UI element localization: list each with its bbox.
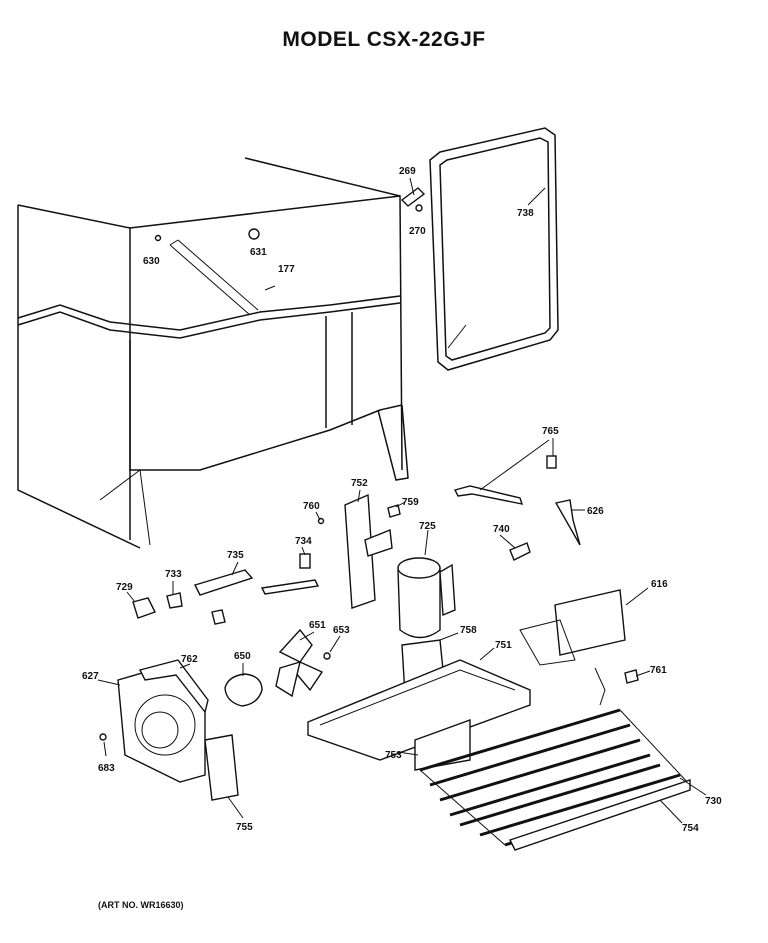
door-gasket bbox=[429, 127, 559, 371]
callout-653: 653 bbox=[333, 625, 350, 636]
callout-740: 740 bbox=[493, 524, 510, 535]
callout-753: 753 bbox=[385, 750, 402, 761]
callout-755: 755 bbox=[236, 822, 253, 833]
callout-761: 761 bbox=[650, 665, 667, 676]
model-title: MODEL CSX-22GJF bbox=[282, 28, 486, 51]
callout-765: 765 bbox=[542, 426, 559, 437]
callout-616: 616 bbox=[651, 579, 668, 590]
small-parts bbox=[99, 499, 639, 741]
leader-lines bbox=[97, 177, 707, 824]
control-box bbox=[519, 589, 626, 666]
art-number: (ART NO. WR16630) bbox=[98, 900, 184, 910]
bracket-765 bbox=[453, 455, 557, 505]
callout-177: 177 bbox=[278, 264, 295, 275]
callout-758: 758 bbox=[460, 625, 477, 636]
fan-shroud bbox=[117, 659, 209, 783]
callout-725: 725 bbox=[419, 521, 436, 532]
base-pan bbox=[307, 659, 531, 771]
callout-735: 735 bbox=[227, 550, 244, 561]
callout-754: 754 bbox=[682, 823, 699, 834]
callout-650: 650 bbox=[234, 651, 251, 662]
callout-627: 627 bbox=[82, 671, 99, 682]
callout-730: 730 bbox=[705, 796, 722, 807]
cabinet bbox=[17, 157, 409, 549]
callout-683: 683 bbox=[98, 763, 115, 774]
callouts: 269 270 738 630 631 177 765 752 760 759 … bbox=[82, 166, 722, 834]
bracket-752 bbox=[344, 493, 393, 609]
hinge-parts bbox=[154, 187, 426, 291]
callout-729: 729 bbox=[116, 582, 133, 593]
callout-630: 630 bbox=[143, 256, 160, 267]
condenser-coil bbox=[419, 667, 691, 851]
callout-759: 759 bbox=[402, 497, 419, 508]
callout-738: 738 bbox=[517, 208, 534, 219]
fan-blade bbox=[275, 628, 324, 698]
callout-734: 734 bbox=[295, 536, 312, 547]
callout-651: 651 bbox=[309, 620, 326, 631]
callout-733: 733 bbox=[165, 569, 182, 580]
callout-760: 760 bbox=[303, 501, 320, 512]
baffle bbox=[204, 734, 239, 801]
callout-762: 762 bbox=[181, 654, 198, 665]
fan-motor bbox=[224, 673, 263, 707]
callout-269: 269 bbox=[399, 166, 416, 177]
callout-751: 751 bbox=[495, 640, 512, 651]
callout-752: 752 bbox=[351, 478, 368, 489]
callout-626: 626 bbox=[587, 506, 604, 517]
callout-270: 270 bbox=[409, 226, 426, 237]
callout-631: 631 bbox=[250, 247, 267, 258]
